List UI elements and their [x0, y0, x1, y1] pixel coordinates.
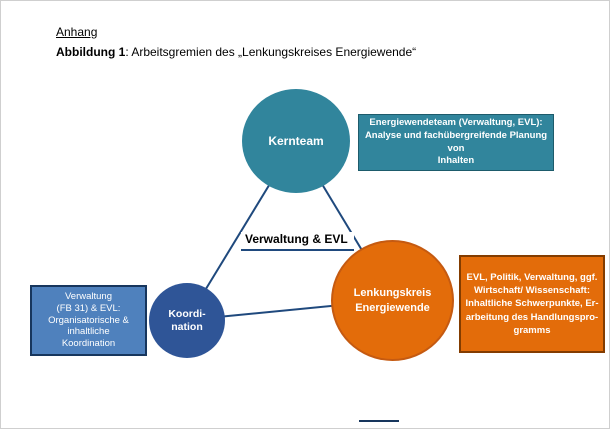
node-lenkungskreis: Lenkungskreis Energiewende — [331, 240, 454, 361]
edge-label-verwaltung-evl: Verwaltung & EVL — [241, 232, 354, 251]
node-kernteam: Kernteam — [242, 89, 350, 193]
node-koordination: Koordi- nation — [149, 283, 225, 358]
annotation-box-lenkungskreis: EVL, Politik, Verwaltung, ggf. Wirtschaf… — [459, 255, 605, 353]
figure-caption-number: Abbildung 1 — [56, 45, 126, 59]
section-heading: Anhang — [56, 25, 98, 39]
annotation-box-kernteam: Energiewendeteam (Verwaltung, EVL): Anal… — [358, 114, 554, 171]
figure-caption-text: : Arbeitsgremien des „Lenkungskreises En… — [125, 45, 417, 59]
annotation-box-koordination: Verwaltung (FB 31) & EVL: Organisatorisc… — [30, 285, 147, 356]
footer-line — [359, 420, 399, 422]
figure-caption: Abbildung 1: Arbeitsgremien des „Lenkung… — [56, 45, 416, 59]
